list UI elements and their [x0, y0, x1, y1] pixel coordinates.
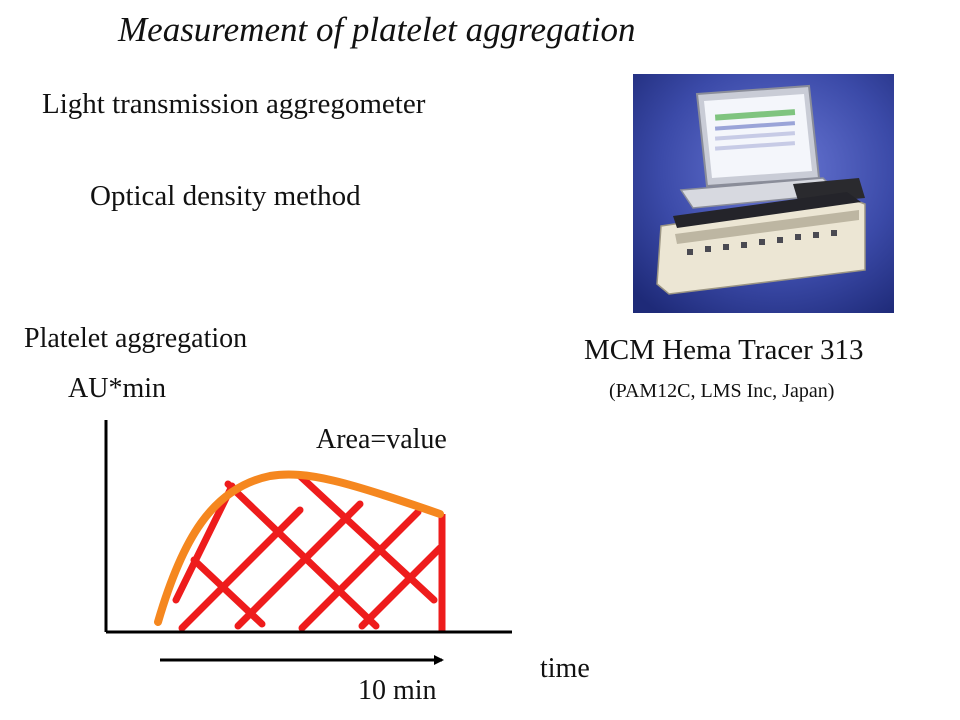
device-maker: (PAM12C, LMS Inc, Japan) [609, 380, 835, 402]
aggregation-curve [154, 470, 444, 626]
area-hatch [172, 472, 444, 632]
device-name: MCM Hema Tracer 313 [584, 334, 864, 366]
y-axis-label: Platelet aggregation [24, 323, 248, 354]
duration-label: 10 min [358, 675, 437, 706]
area-label: Area=value [316, 424, 447, 455]
aggregometer-photo [633, 74, 894, 313]
method-line-2: Optical density method [90, 180, 361, 212]
x-axis-label: time [540, 653, 590, 684]
method-line-1: Light transmission aggregometer [42, 88, 426, 120]
y-axis-unit: AU*min [68, 373, 166, 404]
page-title: Measurement of platelet aggregation [118, 10, 636, 49]
